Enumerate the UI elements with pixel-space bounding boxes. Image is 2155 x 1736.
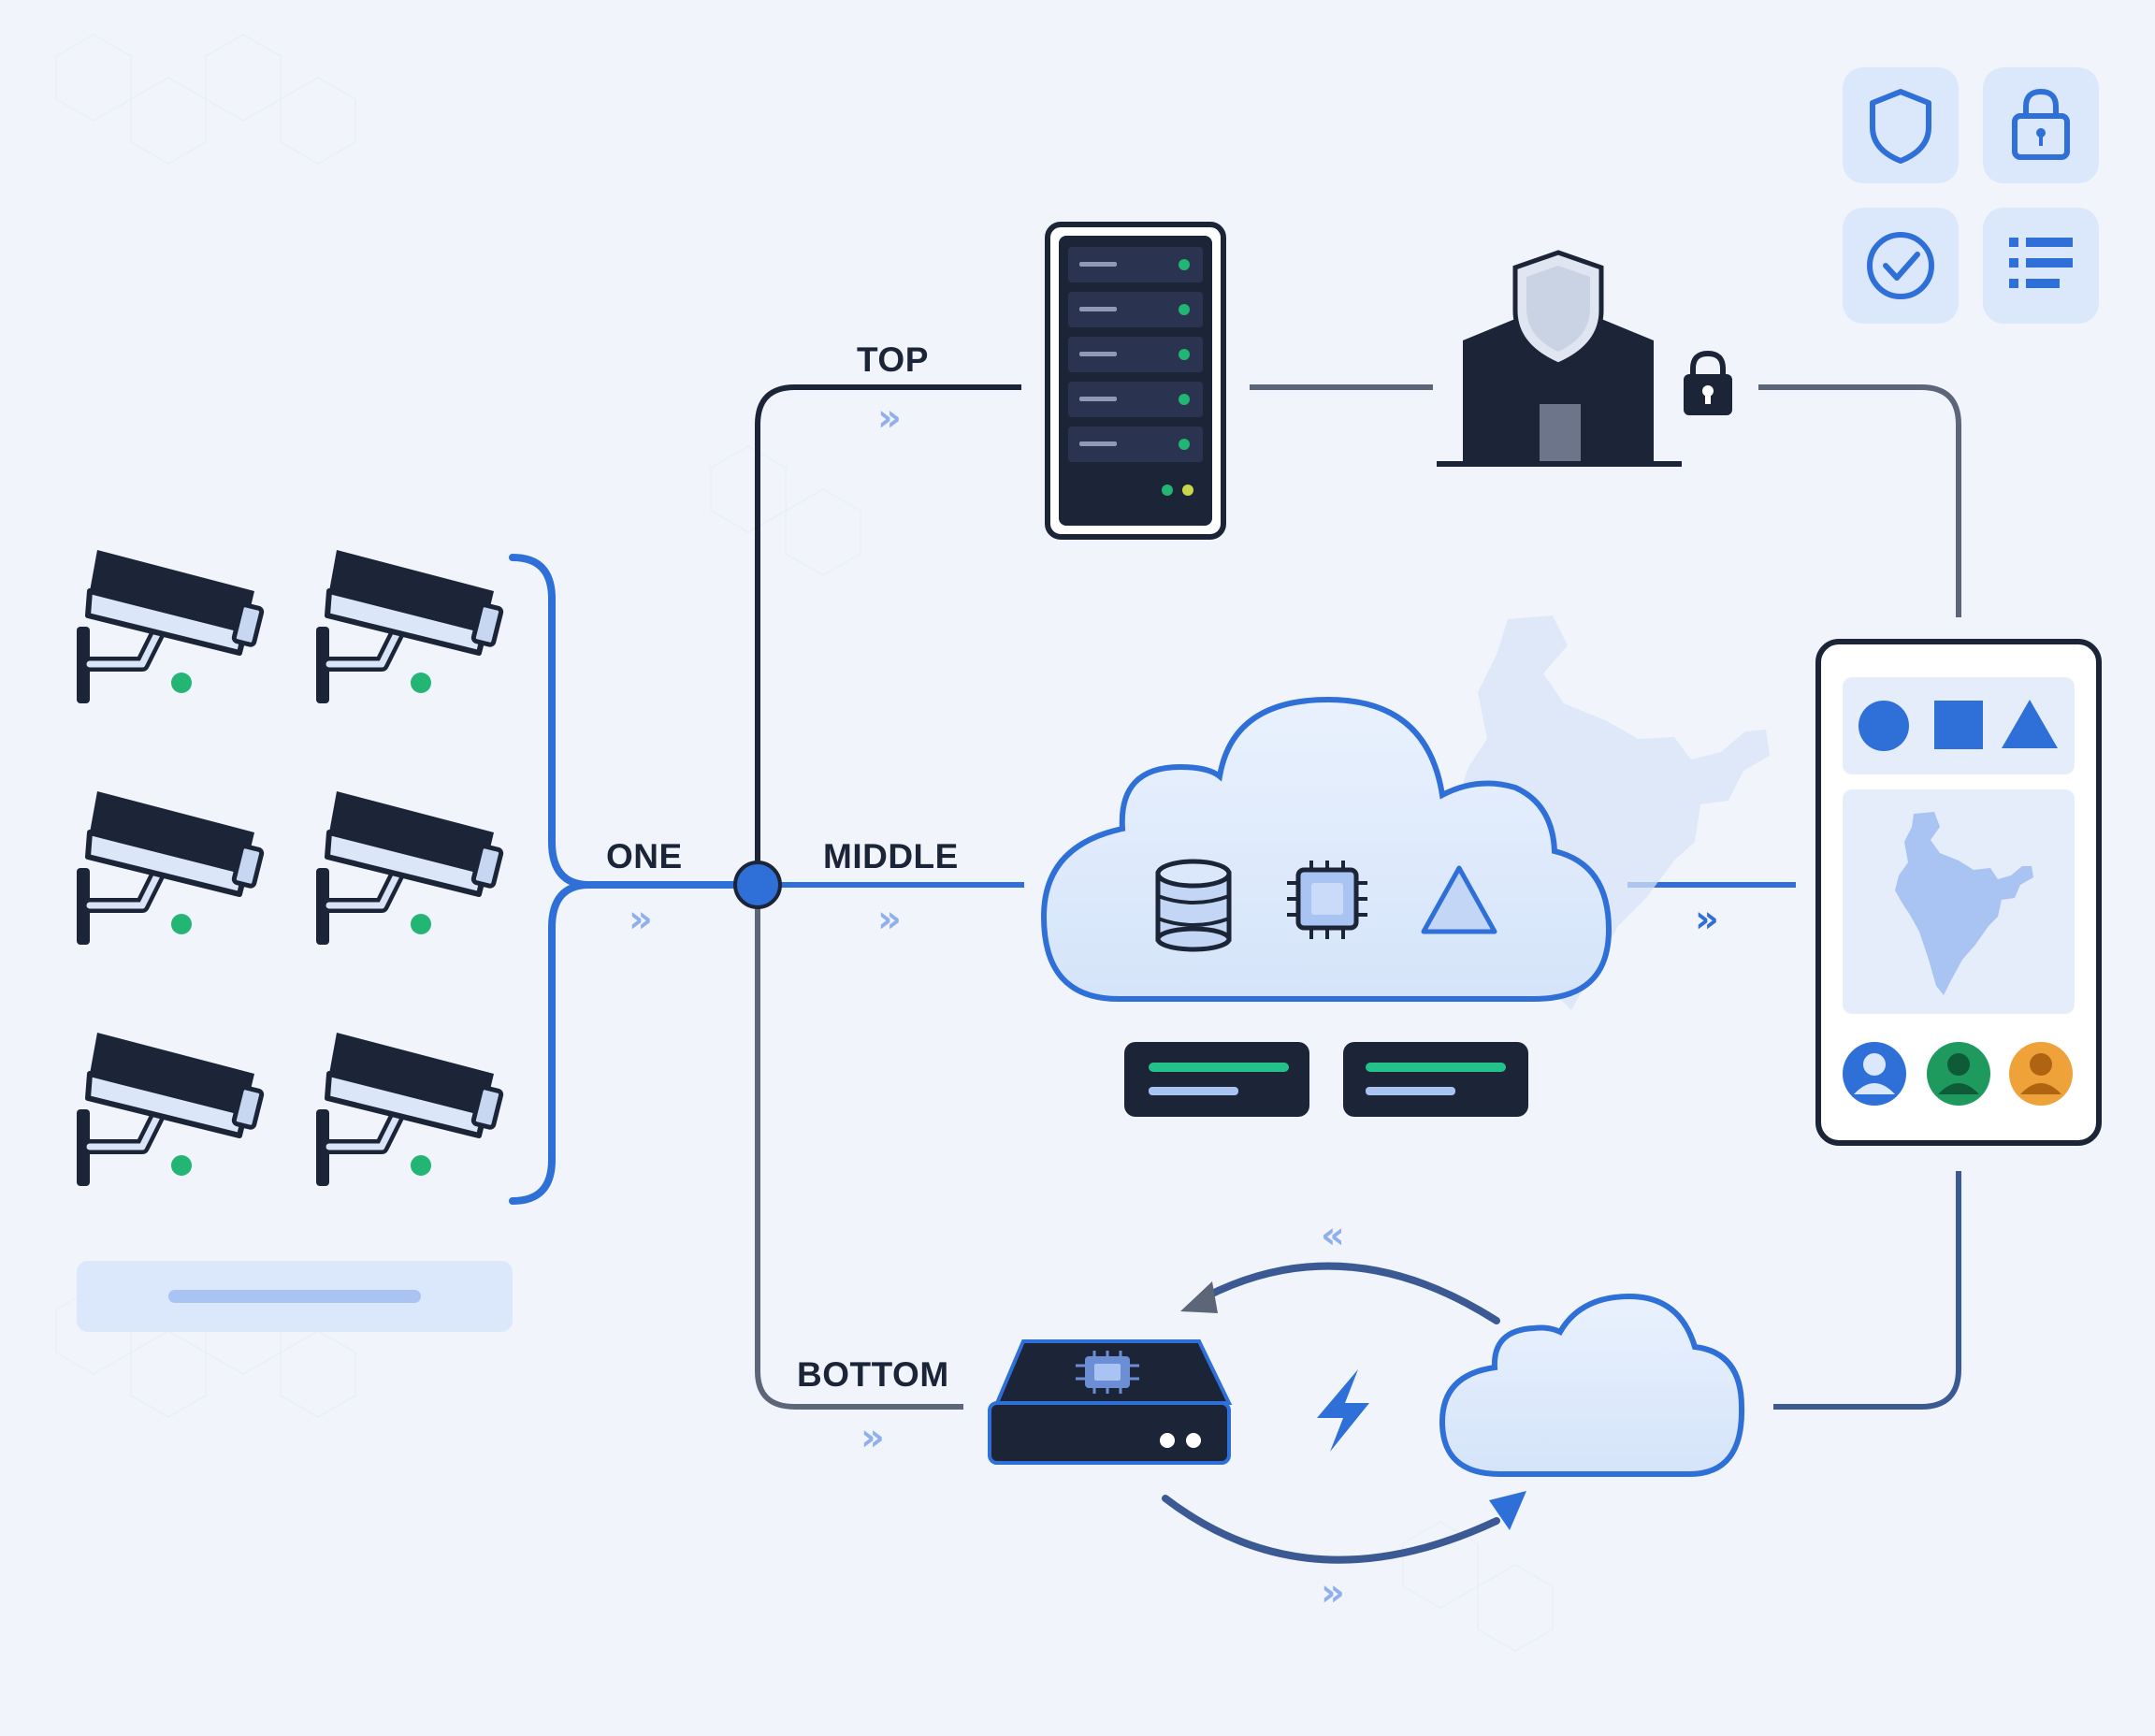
camera-icon[interactable] (316, 791, 502, 945)
server-slot (1068, 427, 1203, 462)
user-icon (2030, 1053, 2052, 1076)
check-badge[interactable] (1843, 208, 1959, 324)
sync-arrow-to-device (1203, 1262, 1500, 1324)
cloud-platform[interactable] (1040, 696, 1613, 1002)
lightning-icon (1317, 1369, 1369, 1452)
flow-chevron-icon: » (877, 898, 902, 941)
top-route-line (755, 384, 1021, 885)
flow-chevron-icon: » (877, 397, 902, 440)
server-rack-icon[interactable] (1045, 222, 1226, 540)
route-label-bottom: BOTTOM (797, 1355, 949, 1394)
arrowhead-right-icon (1489, 1491, 1526, 1530)
route-label-top: TOP (857, 340, 929, 379)
building-to-app-line (1758, 384, 1961, 617)
lock-badge[interactable] (1983, 67, 2099, 183)
flow-chevron-icon: » (1695, 898, 1719, 941)
user-icon (1947, 1053, 1970, 1076)
flow-chevron-icon: » (861, 1416, 885, 1459)
camera-group-footer (77, 1261, 513, 1332)
camera-icon[interactable] (77, 791, 263, 945)
check-circle-icon (1867, 232, 1934, 299)
square-shape-icon (1934, 701, 1983, 749)
lock-icon (1684, 350, 1732, 415)
avatar (1927, 1042, 1990, 1106)
triangle-shape-icon (2002, 700, 2058, 748)
circle-shape-icon (1859, 701, 1909, 751)
cloud-data-card[interactable] (1124, 1042, 1309, 1117)
shield-badge[interactable] (1843, 67, 1959, 183)
camera-group-bracket (509, 554, 590, 1205)
server-slot (1068, 382, 1203, 417)
avatar (1843, 1042, 1906, 1106)
avatar (2009, 1042, 2073, 1106)
camera-grid (77, 550, 502, 1186)
route-label-middle: MIDDLE (823, 837, 959, 875)
camera-icon[interactable] (316, 1033, 502, 1186)
route-label-one: ONE (606, 837, 683, 875)
flow-chevron-icon: » (1321, 1571, 1345, 1614)
hub-node (733, 861, 782, 909)
list-badge[interactable] (1983, 208, 2099, 324)
server-slot (1068, 247, 1203, 282)
server-slot (1068, 292, 1203, 327)
edge-cloud-icon[interactable] (1439, 1293, 1745, 1477)
sync-arrow-to-cloud (1162, 1495, 1500, 1564)
india-map-icon (1895, 812, 2033, 995)
mobile-app-panel[interactable] (1815, 639, 2102, 1146)
user-icon (1863, 1053, 1886, 1076)
cloud-data-card[interactable] (1343, 1042, 1528, 1117)
chip-icon (1287, 861, 1367, 939)
security-badges (1843, 67, 2099, 324)
lock-icon (2012, 88, 2070, 160)
arrowhead-left-icon (1180, 1281, 1218, 1313)
list-icon (2009, 238, 2073, 288)
camera-icon[interactable] (77, 550, 263, 703)
bottom-route-line (755, 885, 963, 1410)
app-to-edge-cloud-line (1773, 1171, 1961, 1410)
chip-icon (1076, 1351, 1139, 1394)
camera-icon[interactable] (316, 550, 502, 703)
shield-icon (1512, 250, 1604, 368)
shield-icon (1870, 89, 1931, 164)
flow-chevron-reverse-icon: « (1321, 1214, 1345, 1257)
camera-icon[interactable] (77, 1033, 263, 1186)
flow-chevron-icon: » (629, 898, 653, 941)
triangle-icon (1421, 865, 1497, 934)
edge-device-icon[interactable] (988, 1339, 1233, 1465)
database-icon (1155, 859, 1232, 952)
secure-building-icon[interactable] (1437, 250, 1682, 467)
server-slot (1068, 337, 1203, 372)
